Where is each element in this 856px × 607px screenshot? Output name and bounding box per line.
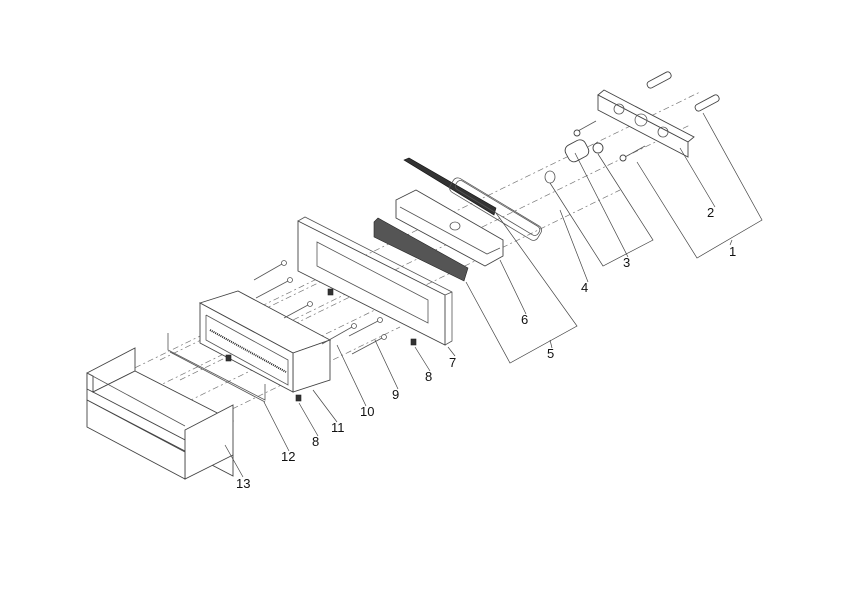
callout-6: 6	[521, 312, 529, 327]
callout-1: 1	[729, 244, 737, 259]
leader-lines	[224, 112, 763, 478]
callout-13: 13	[236, 476, 251, 491]
callout-8b: 8	[312, 434, 320, 449]
part-6-profile-bar	[395, 189, 504, 267]
callout-10: 10	[360, 404, 375, 419]
callout-8a: 8	[425, 369, 433, 384]
part-4-gasket	[449, 177, 542, 241]
assembly-axis-lines	[109, 91, 701, 421]
callout-5: 5	[547, 346, 555, 361]
callout-9: 9	[392, 387, 400, 402]
part-2-mounting-plate	[597, 89, 695, 158]
part-12-profile	[167, 333, 266, 403]
part-7-frame	[297, 216, 453, 346]
part-1-wall-plugs	[646, 71, 720, 112]
part-5-mesh-lower	[373, 217, 469, 282]
part-8-nut-c	[327, 288, 334, 296]
part-8-nut-d	[410, 338, 417, 346]
part-3-valve	[544, 120, 646, 184]
callout-12: 12	[281, 449, 296, 464]
part-8-nut-b	[295, 394, 302, 402]
callout-7: 7	[449, 355, 457, 370]
callout-4: 4	[581, 280, 589, 295]
part-13-tray	[86, 347, 234, 480]
callout-11: 11	[331, 420, 345, 435]
callout-2: 2	[707, 205, 715, 220]
callout-3: 3	[623, 255, 631, 270]
bolts	[253, 260, 387, 355]
part-11-body	[198, 290, 332, 393]
part-8-nut-a	[225, 354, 232, 362]
